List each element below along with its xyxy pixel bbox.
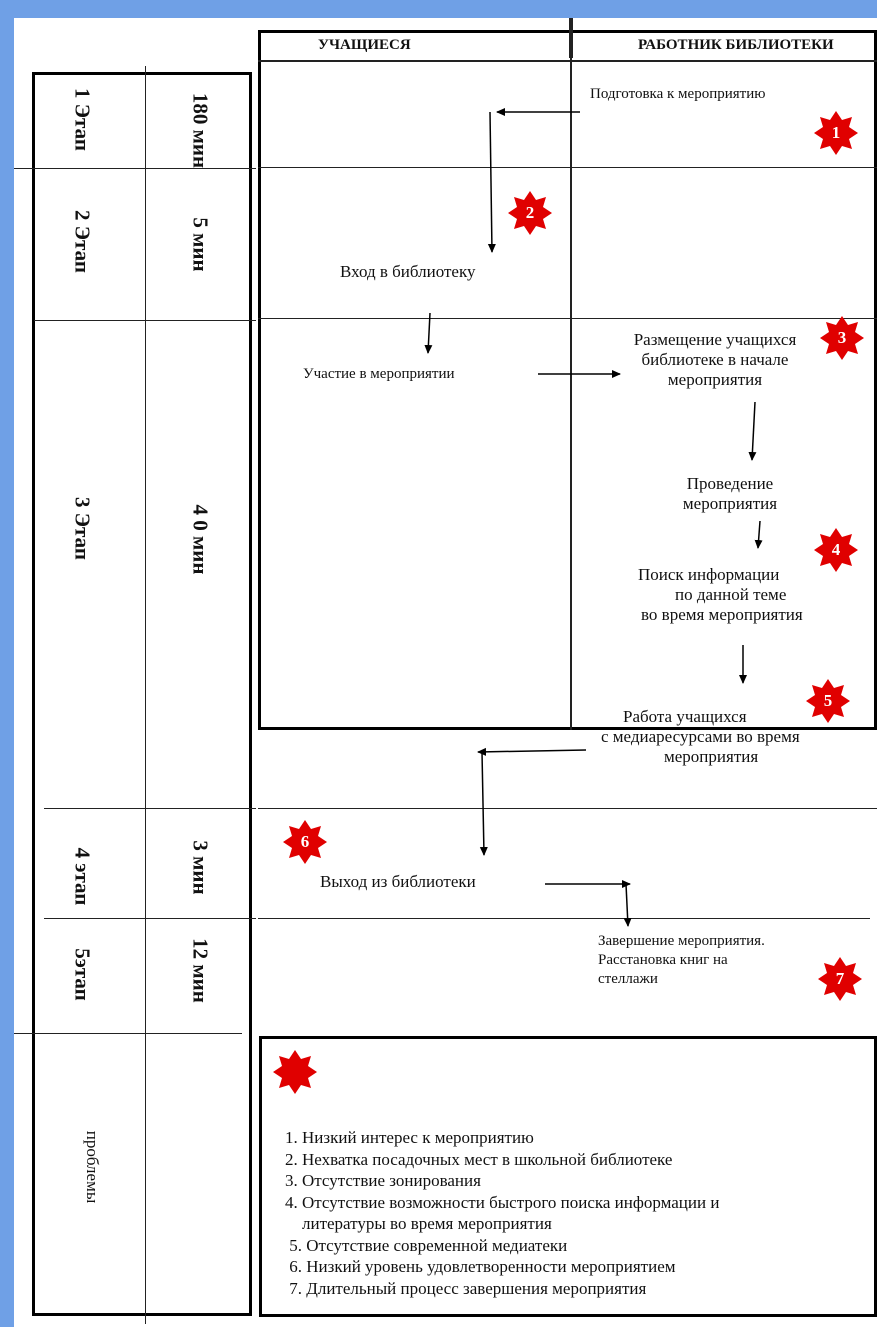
step-media-line-3: мероприятия <box>664 747 759 766</box>
arrow-media-left <box>477 747 587 756</box>
step-search-line-3: во время мероприятия <box>641 605 803 624</box>
badge-7: 7 <box>818 957 862 1001</box>
step-conduct-line-2: мероприятия <box>682 494 778 513</box>
step-search-line-2: по данной теме <box>675 585 787 604</box>
step-completion-line-2: Расстановка книг на <box>598 952 728 968</box>
step-media: Работа учащихся с медиаресурсами во врем… <box>596 707 846 767</box>
header-underline <box>258 60 877 62</box>
step-placement: Размещение учащихся библиотеке в начале … <box>600 330 830 390</box>
problem-item: 3. Отсутствие зонирования <box>285 1171 481 1190</box>
step-conduct: Проведение мероприятия <box>640 474 820 514</box>
step-completion: Завершение мероприятия. Расстановка книг… <box>598 932 765 989</box>
stage-3-label: 3 Этап <box>70 497 95 560</box>
problem-item: 2. Нехватка посадочных мест в школьной б… <box>285 1149 673 1169</box>
badge-1: 1 <box>814 111 858 155</box>
flow-column-divider <box>570 18 572 730</box>
step-placement-line-2: библиотеке в начале <box>641 350 789 369</box>
stage-divider-5 <box>14 1033 242 1034</box>
step-participation: Участие в мероприятии <box>303 366 455 382</box>
stage-divider-2 <box>34 320 256 321</box>
step-conduct-line-1: Проведение <box>686 474 774 493</box>
problem-item: 1. Низкий интерес к мероприятию <box>285 1128 534 1147</box>
stage-4-label: 4 этап <box>70 847 95 906</box>
stage-table <box>32 72 252 1316</box>
step-media-line-1: Работа учащихся <box>623 707 747 726</box>
header-students: УЧАЩИЕСЯ <box>318 37 411 53</box>
stage-divider-4 <box>44 918 256 919</box>
blue-frame-left <box>0 0 14 1327</box>
star-badge-icon <box>814 528 858 572</box>
badge-6: 6 <box>283 820 327 864</box>
step-placement-line-1: Размещение учащихся <box>633 330 797 349</box>
flow-row-divider-2 <box>258 318 877 319</box>
stage-2-label: 2 Этап <box>70 210 95 273</box>
step-exit: Выход из библиотеки <box>320 872 476 891</box>
step-search-line-1: Поиск информации <box>638 565 780 584</box>
star-badge-icon <box>283 820 327 864</box>
flow-row-divider-3 <box>258 808 877 809</box>
step-completion-line-1: Завершение мероприятия. <box>598 933 765 949</box>
stage-divider-1 <box>14 168 256 169</box>
header-librarian: РАБОТНИК БИБЛИОТЕКИ <box>638 37 834 53</box>
problem-item: 4. Отсутствие возможности быстрого поиск… <box>285 1192 720 1212</box>
stage-divider-3 <box>44 808 256 809</box>
flow-table <box>258 30 877 730</box>
step-placement-line-3: мероприятия <box>667 370 763 389</box>
problems-box <box>259 1036 877 1317</box>
stage-1-time: 180 мин <box>188 92 213 169</box>
stage-5-label: 5этап <box>70 948 95 1001</box>
step-completion-line-3: стеллажи <box>598 971 658 987</box>
arrow-exit-down <box>623 883 632 927</box>
badge-4: 4 <box>814 528 858 572</box>
problems-label: проблемы <box>83 1130 102 1204</box>
stage-column-divider <box>145 66 146 1324</box>
stage-1-label: 1 Этап <box>70 88 95 151</box>
stage-4-time: 3 мин <box>188 840 213 895</box>
step-entry: Вход в библиотеку <box>340 262 476 281</box>
flow-column-divider-top <box>569 18 573 58</box>
problem-item: 5. Отсутствие современной медиатеки <box>285 1235 568 1255</box>
flow-row-divider-4 <box>258 918 870 919</box>
stage-2-time: 5 мин <box>188 217 213 272</box>
badge-3: 3 <box>820 316 864 360</box>
step-search: Поиск информации по данной теме во время… <box>620 565 860 625</box>
problem-item: 6. Низкий уровень удовлетворенности меро… <box>285 1257 676 1276</box>
stage-5-time: 12 мин <box>188 938 213 1003</box>
step-preparation: Подготовка к мероприятию <box>590 86 766 102</box>
badge-5: 5 <box>806 679 850 723</box>
star-badge-icon <box>814 111 858 155</box>
badge-2: 2 <box>508 191 552 235</box>
star-badge-icon <box>508 191 552 235</box>
star-badge-icon <box>806 679 850 723</box>
arrow-media-down <box>479 751 488 856</box>
star-badge-icon <box>818 957 862 1001</box>
problem-item: литературы во время мероприятия <box>285 1214 552 1233</box>
step-media-line-2: с медиаресурсами во время <box>601 727 800 746</box>
star-badge-icon <box>820 316 864 360</box>
problems-list: 1. Низкий интерес к мероприятию 2. Нехва… <box>285 1127 719 1299</box>
star-legend-icon <box>273 1050 317 1094</box>
blue-frame-top <box>0 0 877 18</box>
flow-row-divider-1 <box>258 167 877 168</box>
stage-3-time: 4 0 мин <box>188 504 213 575</box>
problems-star-icon <box>270 1050 320 1094</box>
problem-item: 7. Длительный процесс завершения меропри… <box>285 1278 647 1298</box>
